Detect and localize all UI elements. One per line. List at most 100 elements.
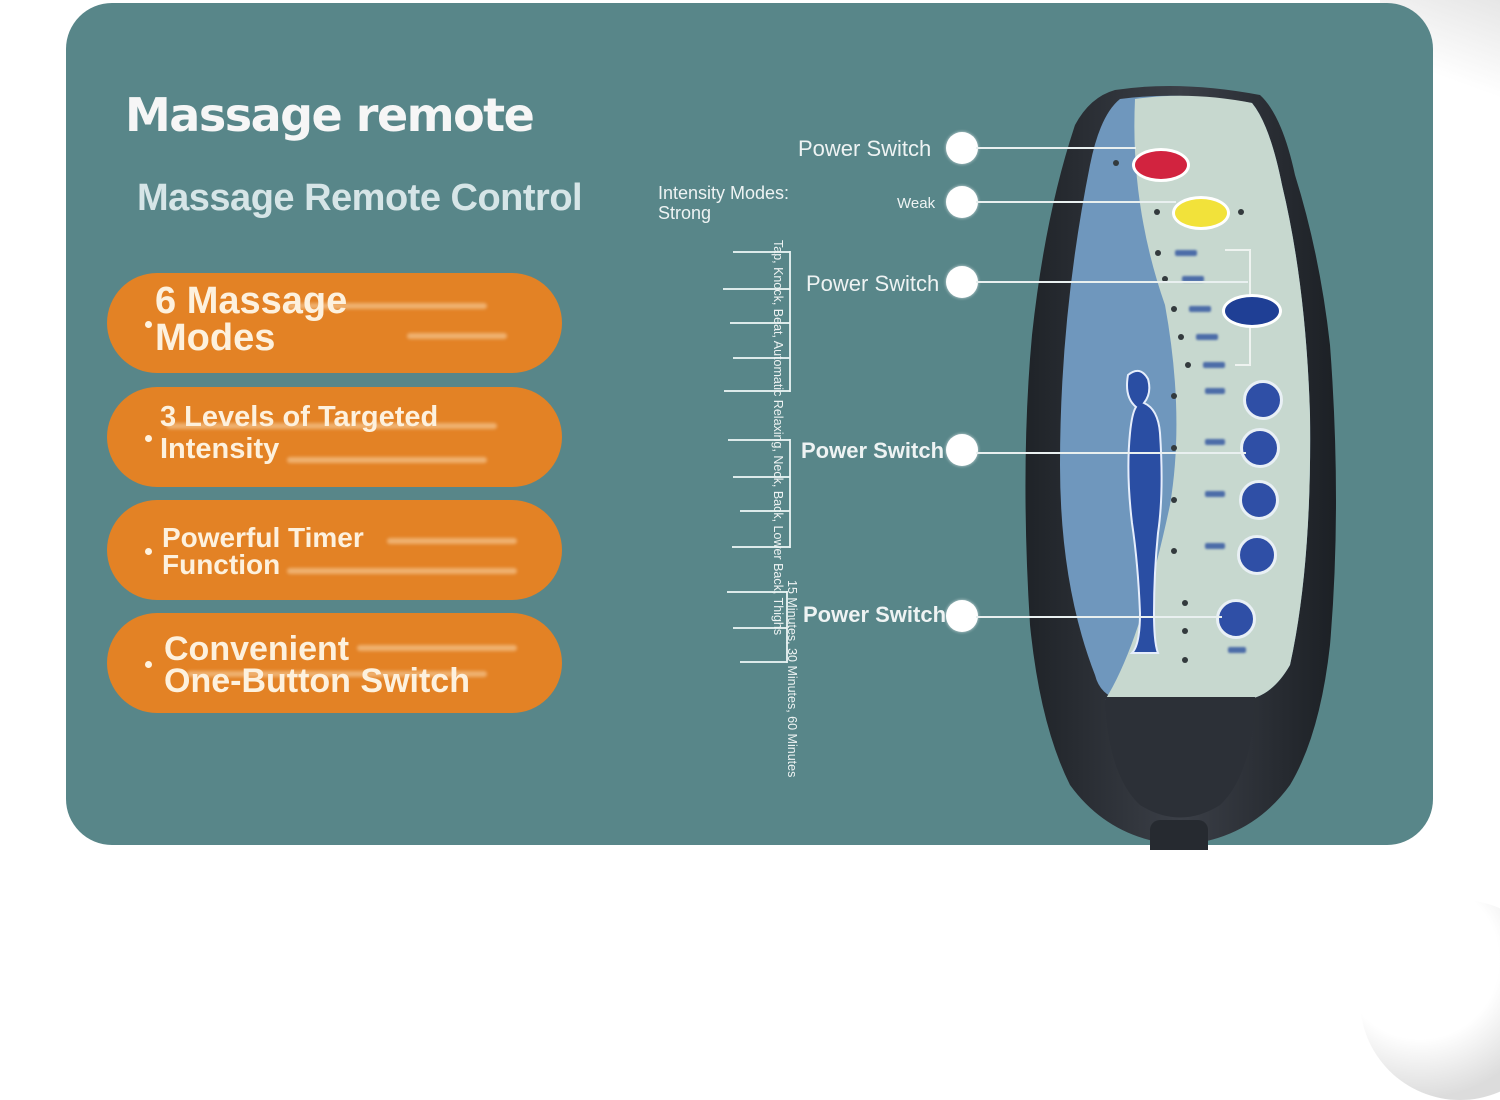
- remote-cable: [1150, 820, 1208, 850]
- page-title: Massage remote: [125, 88, 535, 142]
- feature-line-2: One-Button Switch: [164, 662, 470, 701]
- zone-led: [1171, 445, 1177, 451]
- mode-led: [1155, 250, 1161, 256]
- blurred-text-artifact: [287, 457, 487, 463]
- timer-led: [1182, 600, 1188, 606]
- callout-node: [946, 434, 978, 466]
- mode-led: [1178, 334, 1184, 340]
- feature-line-1: 6 Massage: [155, 280, 348, 322]
- mode-led: [1171, 306, 1177, 312]
- feature-text: 6 Massage Modes: [155, 280, 348, 360]
- feature-line-1: Convenient: [164, 630, 350, 668]
- bracket-line: [786, 591, 788, 663]
- tick-line: [733, 251, 790, 253]
- bullet-icon: [145, 661, 152, 668]
- massage-modes-list: Tap, Knock, Beat, Automatic Relaxing, Ne…: [771, 240, 785, 636]
- remote-control-illustration: [1025, 86, 1336, 845]
- feature-pill-timer: Powerful Timer Function: [107, 500, 562, 600]
- tick-line: [723, 288, 790, 290]
- mode-button[interactable]: [1222, 294, 1282, 328]
- zone-led: [1171, 393, 1177, 399]
- blurred-text-artifact: [387, 538, 517, 544]
- remote-label-blurred: [1228, 647, 1246, 653]
- power-switch-label: Power Switch: [798, 136, 932, 161]
- timer-button[interactable]: [1216, 599, 1256, 639]
- blurred-text-artifact: [407, 333, 507, 339]
- feature-line-2: Modes: [155, 317, 276, 360]
- remote-label-blurred: [1189, 306, 1211, 312]
- person-silhouette: [1126, 369, 1163, 654]
- bullet-icon: [145, 321, 152, 328]
- feature-line-2: Intensity: [160, 433, 280, 466]
- feature-text: 3 Levels of Targeted Intensity: [160, 401, 438, 466]
- page-subtitle: Massage Remote Control: [137, 177, 583, 219]
- tick-line: [740, 510, 790, 512]
- blurred-text-artifact: [287, 568, 517, 574]
- tick-line: [740, 661, 787, 663]
- power-switch-label: Power Switch: [801, 438, 945, 463]
- feature-pill-massage-modes: 6 Massage Modes: [107, 273, 562, 373]
- tick-line: [733, 476, 790, 478]
- feature-text: Powerful Timer Function: [162, 522, 364, 580]
- callout-line: [976, 147, 1136, 149]
- zone-led: [1171, 497, 1177, 503]
- callout-node: [946, 132, 978, 164]
- blurred-text-artifact: [287, 303, 487, 309]
- power-button[interactable]: [1132, 148, 1190, 182]
- strong-led: [1238, 209, 1244, 215]
- mode-led: [1162, 276, 1168, 282]
- intensity-strong-label: Strong: [658, 202, 712, 223]
- lower-back-zone-button[interactable]: [1239, 480, 1279, 520]
- callout-line: [976, 452, 1246, 454]
- neck-zone-button[interactable]: [1243, 380, 1283, 420]
- callout-line: [976, 281, 1248, 283]
- feature-line-2: Function: [162, 548, 281, 580]
- weak-led: [1154, 209, 1160, 215]
- feature-line-1: 3 Levels of Targeted: [160, 401, 439, 433]
- callout-node: [946, 186, 978, 218]
- intensity-label-line: Intensity Modes:: [658, 183, 790, 203]
- page-curl-decoration: [1360, 900, 1500, 1100]
- power-switch-label: Power Switch: [806, 271, 940, 296]
- callout-node: [946, 600, 978, 632]
- remote-label-blurred: [1205, 543, 1225, 549]
- bracket-line: [789, 251, 791, 392]
- remote-label-blurred: [1205, 388, 1225, 394]
- zone-led: [1171, 548, 1177, 554]
- intensity-weak-label: Weak: [897, 195, 936, 212]
- remote-label-blurred: [1203, 362, 1225, 368]
- tick-line: [728, 439, 790, 441]
- tick-line: [733, 357, 790, 359]
- timer-options-list: 15 Minutes, 30 Minutes, 60 Minutes: [785, 580, 799, 778]
- callout-line: [976, 201, 1176, 203]
- blurred-text-artifact: [187, 671, 487, 677]
- intensity-button[interactable]: [1172, 196, 1230, 230]
- tick-line: [733, 627, 787, 629]
- remote-label-blurred: [1196, 334, 1218, 340]
- tick-line: [727, 591, 787, 593]
- remote-bottom-cap: [1105, 697, 1255, 818]
- intensity-modes-label: Intensity Modes: Strong: [658, 183, 790, 224]
- feature-pill-intensity: 3 Levels of Targeted Intensity: [107, 387, 562, 487]
- remote-label-blurred: [1182, 276, 1204, 282]
- remote-label-blurred: [1205, 439, 1225, 445]
- power-led: [1113, 160, 1119, 166]
- remote-label-blurred: [1175, 250, 1197, 256]
- feature-pill-one-button: Convenient One-Button Switch: [107, 613, 562, 713]
- timer-led: [1182, 657, 1188, 663]
- bullet-icon: [145, 435, 152, 442]
- thigh-zone-button[interactable]: [1237, 535, 1277, 575]
- feature-text: Convenient One-Button Switch: [164, 630, 470, 701]
- blurred-text-artifact: [167, 423, 497, 429]
- callout-node: [946, 266, 978, 298]
- remote-label-blurred: [1205, 491, 1225, 497]
- timer-led: [1182, 628, 1188, 634]
- blurred-text-artifact: [357, 645, 517, 651]
- feature-line-1: Powerful Timer: [162, 522, 364, 553]
- back-zone-button[interactable]: [1240, 428, 1280, 468]
- bracket-line: [789, 439, 791, 548]
- mode-led: [1185, 362, 1191, 368]
- tick-line: [732, 546, 790, 548]
- tick-line: [724, 390, 790, 392]
- callout-line: [976, 616, 1222, 618]
